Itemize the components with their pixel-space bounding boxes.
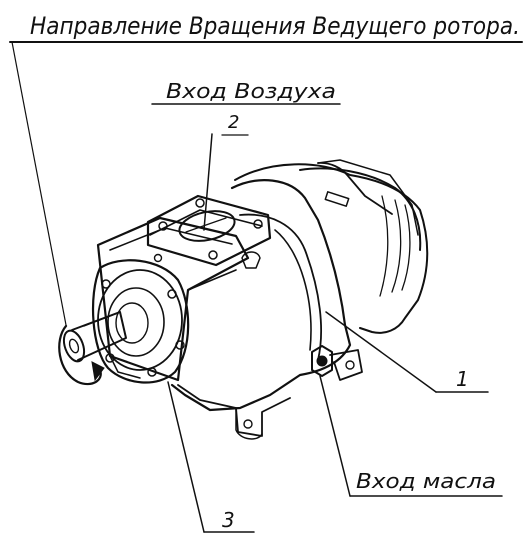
callout-2-leader: [203, 133, 213, 231]
rotation-direction-title: Направление Вращения Ведущего ротора.: [30, 12, 520, 40]
rotation-arrow: [58, 324, 105, 386]
compressor-body: [58, 159, 429, 440]
oil-inlet-label: Вход масла: [356, 469, 496, 493]
callout-3-leader: [167, 381, 205, 533]
oil-inlet-leader: [319, 375, 351, 497]
oil-inlet-fitting: [311, 345, 333, 377]
callout-1-leader: [325, 311, 437, 393]
air-inlet-port: [178, 210, 236, 242]
callout-3: 3: [222, 508, 235, 532]
rotation-leader-line: [11, 41, 67, 326]
callout-1: 1: [456, 367, 469, 391]
air-inlet-label: Вход Воздуха: [166, 79, 336, 103]
callout-2: 2: [228, 112, 239, 133]
drive-shaft: [62, 311, 127, 363]
